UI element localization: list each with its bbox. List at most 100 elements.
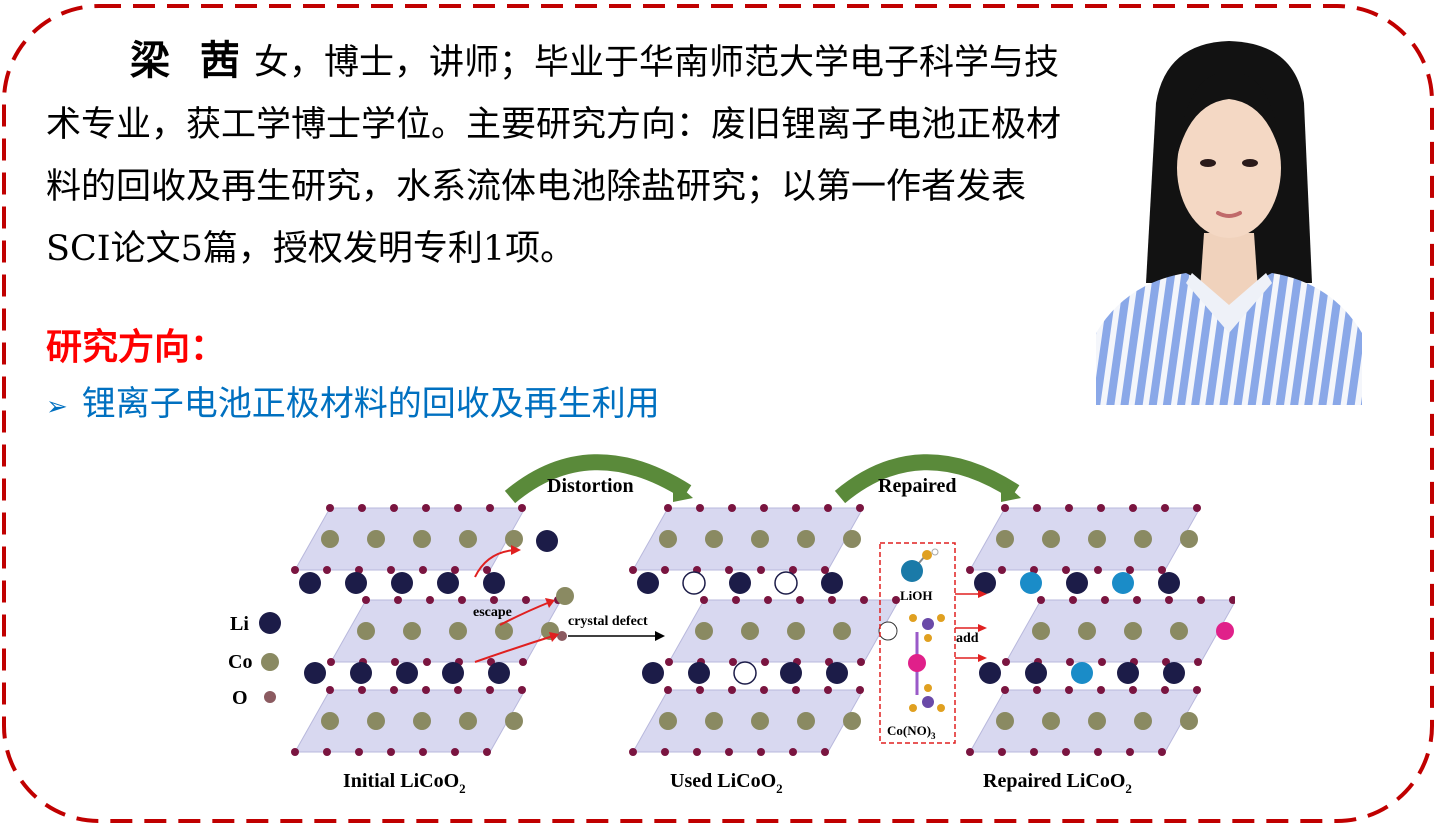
repaired-label: Repaired bbox=[878, 475, 957, 497]
lithium-atom bbox=[1066, 572, 1088, 594]
oxygen-atom bbox=[323, 566, 331, 574]
profile-bio-text: 女，博士，讲师；毕业于华南师范大学电子科学与技术专业，获工学博士学位。主要研究方… bbox=[46, 43, 1062, 269]
oxygen-atom bbox=[761, 658, 769, 666]
oxygen-atom bbox=[860, 596, 868, 604]
oxygen-atom bbox=[1001, 504, 1009, 512]
oxygen-atom bbox=[760, 686, 768, 694]
oxygen-atom bbox=[729, 658, 737, 666]
oxygen-atom bbox=[1165, 596, 1173, 604]
oxygen-atom bbox=[326, 686, 334, 694]
oxygen-atom bbox=[760, 504, 768, 512]
lattice-atoms bbox=[291, 504, 1235, 756]
oxygen-atom bbox=[661, 748, 669, 756]
caption-used: Used LiCoO2 bbox=[670, 770, 783, 796]
cobalt-atom bbox=[659, 712, 677, 730]
oxygen-atom bbox=[291, 566, 299, 574]
oxygen-atom bbox=[422, 686, 430, 694]
lithium-atom bbox=[391, 572, 413, 594]
oxygen-atom bbox=[1062, 748, 1070, 756]
research-item-text: 锂离子电池正极材料的回收及再生利用 bbox=[81, 384, 660, 424]
licoo2-regeneration-figure: Distortion Repaired Li Co O escape cryst… bbox=[228, 454, 1235, 796]
oxygen-atom bbox=[1065, 686, 1073, 694]
research-item: ➢ 锂离子电池正极材料的回收及再生利用 bbox=[46, 376, 660, 425]
oxygen-atom bbox=[998, 748, 1006, 756]
oxygen-atom bbox=[966, 748, 974, 756]
oxygen-atom bbox=[629, 748, 637, 756]
cobalt-atom bbox=[367, 530, 385, 548]
oxygen-atom bbox=[693, 748, 701, 756]
oxygen-atom bbox=[664, 686, 672, 694]
lithium-atom bbox=[1020, 572, 1042, 594]
cobalt-atom bbox=[996, 712, 1014, 730]
legend-li-swatch bbox=[259, 612, 281, 634]
oxygen-atom bbox=[1066, 658, 1074, 666]
cobalt-atom bbox=[705, 712, 723, 730]
oxygen-atom bbox=[519, 658, 527, 666]
distortion-arrowhead-icon bbox=[673, 480, 693, 502]
research-heading: 研究方向： bbox=[46, 327, 227, 368]
oxygen-atom bbox=[1101, 596, 1109, 604]
oxygen-atom bbox=[423, 658, 431, 666]
lithium-atom bbox=[733, 661, 757, 685]
oxygen-atom bbox=[828, 596, 836, 604]
cobalt-nitrate-molecule bbox=[908, 614, 945, 712]
cobalt-atom bbox=[1180, 712, 1198, 730]
escape-arrow-o-icon bbox=[474, 635, 554, 663]
oxygen-atom bbox=[390, 686, 398, 694]
oxygen-atom bbox=[700, 596, 708, 604]
cobalt-atom bbox=[843, 712, 861, 730]
oxygen-atom bbox=[358, 686, 366, 694]
oxygen-atom bbox=[483, 748, 491, 756]
oxygen-atom bbox=[391, 658, 399, 666]
crystal-defect-label: crystal defect bbox=[568, 614, 648, 629]
oxygen-atom bbox=[757, 566, 765, 574]
lithium-atom bbox=[483, 572, 505, 594]
lithium-atom bbox=[979, 662, 1001, 684]
escaped-co-ion bbox=[556, 587, 574, 605]
lithium-atom bbox=[729, 572, 751, 594]
oxygen-atom bbox=[728, 504, 736, 512]
oxygen-atom bbox=[1129, 686, 1137, 694]
oxygen-atom bbox=[387, 748, 395, 756]
oxygen-atom bbox=[1097, 686, 1105, 694]
cobalt-atom bbox=[996, 530, 1014, 548]
cobalt-atom bbox=[403, 622, 421, 640]
oxygen-atom bbox=[824, 504, 832, 512]
oxygen-atom bbox=[1158, 748, 1166, 756]
escaped-o-ion bbox=[557, 631, 567, 641]
oxygen-atom bbox=[394, 596, 402, 604]
oxygen-atom bbox=[1126, 566, 1134, 574]
oxygen-atom bbox=[792, 686, 800, 694]
oxygen-atom bbox=[629, 566, 637, 574]
oxygen-atom bbox=[725, 566, 733, 574]
arrow-bullet-icon: ➢ bbox=[46, 392, 68, 422]
cobalt-atom bbox=[797, 712, 815, 730]
oxygen-atom bbox=[518, 686, 526, 694]
oxygen-atom bbox=[665, 658, 673, 666]
oxygen-atom bbox=[824, 686, 832, 694]
cobalt-atom bbox=[1124, 622, 1142, 640]
cobalt-atom bbox=[357, 622, 375, 640]
oxygen-atom bbox=[1030, 748, 1038, 756]
oxygen-atom bbox=[390, 504, 398, 512]
cobalt-atom bbox=[1216, 622, 1234, 640]
oxygen-atom bbox=[1094, 748, 1102, 756]
oxygen-atom bbox=[422, 504, 430, 512]
legend-o-label: O bbox=[232, 687, 248, 709]
oxygen-atom bbox=[518, 504, 526, 512]
cobalt-atom bbox=[1180, 530, 1198, 548]
oxygen-atom bbox=[451, 748, 459, 756]
cobalt-atom bbox=[413, 712, 431, 730]
oxygen-atom bbox=[1033, 686, 1041, 694]
oxygen-atom bbox=[1001, 686, 1009, 694]
oxygen-atom bbox=[291, 748, 299, 756]
oxygen-atom bbox=[892, 596, 900, 604]
cobalt-atom bbox=[1032, 622, 1050, 640]
oxygen-atom bbox=[998, 566, 1006, 574]
caption-repaired: Repaired LiCoO2 bbox=[983, 770, 1132, 796]
cobalt-atom bbox=[878, 621, 898, 641]
cobalt-atom bbox=[1134, 530, 1152, 548]
oxygen-atom bbox=[355, 566, 363, 574]
cobalt-atom bbox=[505, 530, 523, 548]
oxygen-atom bbox=[355, 748, 363, 756]
